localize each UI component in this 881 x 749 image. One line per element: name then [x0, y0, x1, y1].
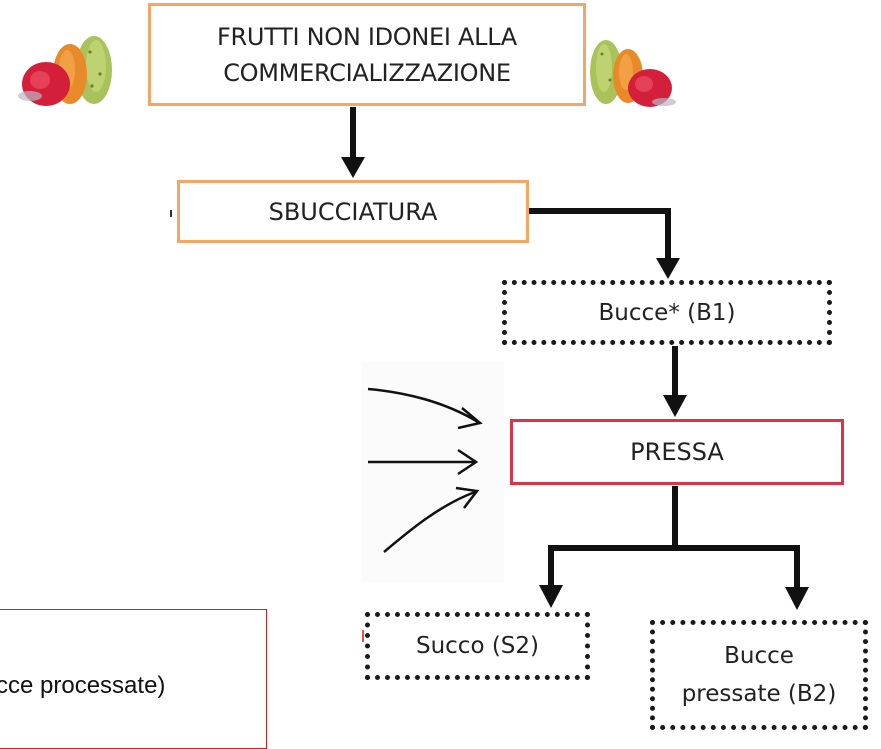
- arrow-peeling-to-peels: [529, 208, 671, 262]
- juice-output-label: Succo (S2): [415, 633, 540, 659]
- flow-connectors: [170, 107, 809, 610]
- hand-arrow-1-head: [457, 407, 483, 430]
- note-line-1: cce processate): [0, 672, 166, 699]
- peels-output-label: Bucce* (B1): [598, 299, 736, 326]
- arrowhead-title-to-peeling: [341, 157, 365, 178]
- hand-arrow-2-head: [457, 448, 479, 476]
- peeling-step-box: SBUCCIATURA: [177, 180, 529, 243]
- press-step-label: PRESSA: [630, 438, 724, 466]
- pressed-peels-output-box: Bucce pressate (B2): [650, 620, 868, 730]
- pressed-peels-line-1: Bucce: [724, 643, 794, 669]
- hand-arrow-3: [383, 490, 476, 553]
- peels-output-box: Bucce* (B1): [502, 280, 832, 345]
- title-line-1: FRUTTI NON IDONEI ALLA: [217, 22, 517, 51]
- note-box: cce processate): [0, 609, 267, 749]
- hand-arrow-3-head: [455, 486, 480, 509]
- hand-arrow-1: [367, 387, 479, 424]
- arrowhead-to-juice: [539, 585, 563, 608]
- title-line-2: COMMERCIALIZZAZIONE: [223, 58, 511, 87]
- background-image-patch: [362, 362, 504, 582]
- arrowhead-peels-to-press: [663, 395, 687, 417]
- juice-output-box: Succo (S2): [365, 612, 590, 680]
- peeling-step-label: SBUCCIATURA: [268, 197, 438, 226]
- press-step-box: PRESSA: [510, 419, 844, 485]
- arrowhead-peeling-to-peels: [656, 258, 680, 279]
- red-tick-mark: [362, 630, 364, 642]
- prickly-pear-fruits-icon-right: [588, 22, 808, 122]
- unsellable-fruits-box: FRUTTI NON IDONEI ALLA COMMERCIALIZZAZIO…: [148, 3, 586, 106]
- prickly-pear-fruits-icon-left: [18, 36, 112, 106]
- arrowhead-to-pressed-peels: [785, 587, 809, 610]
- pressed-peels-line-2: pressate (B2): [681, 681, 837, 707]
